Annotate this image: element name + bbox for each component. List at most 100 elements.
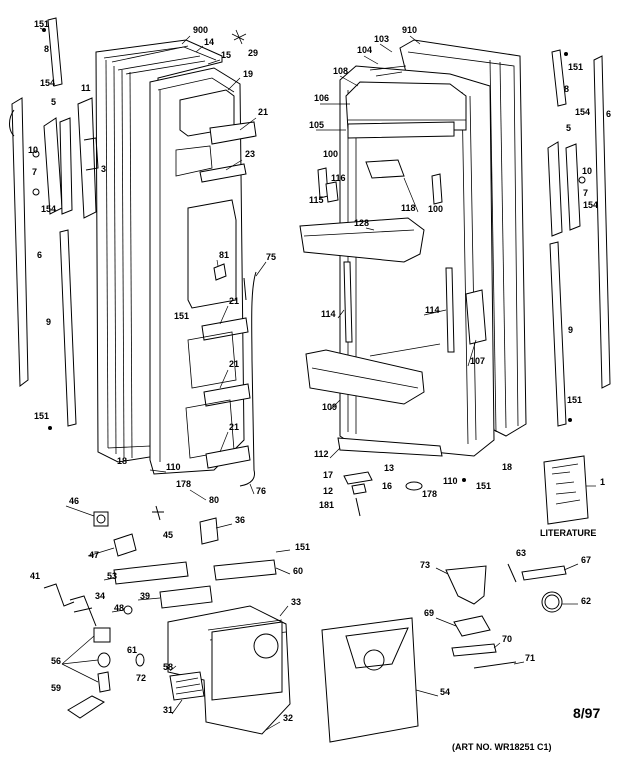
right-trim-parts [547,49,611,427]
callout-c7b: 7 [583,188,588,198]
part-116 [325,181,339,203]
callout-c21b: 21 [229,296,239,306]
trim-6-left [11,97,29,387]
callout-c181: 181 [319,500,334,510]
trim-8-left [47,17,63,87]
part-56-c [97,671,111,693]
callout-c8a: 8 [44,44,49,54]
callout-c18b: 18 [502,462,512,472]
part-36 [199,517,219,545]
callout-c108: 108 [333,66,348,76]
freezer-door-assembly [95,29,257,487]
trim-9-left [59,229,77,427]
callout-c128: 128 [354,218,369,228]
part-56-a [93,627,111,643]
trim-8-right [551,49,567,107]
callout-c109: 109 [322,402,337,412]
part-100-right [431,173,443,205]
callout-c1: 1 [600,477,605,487]
callout-c60: 60 [293,566,303,576]
callout-c33: 33 [291,597,301,607]
rod-114-left [343,261,353,343]
callout-c151e: 151 [568,62,583,72]
callout-c110a: 110 [166,462,181,472]
leader-lines [39,27,596,731]
door-bin-109 [305,349,425,405]
callout-c47: 47 [89,550,99,560]
screw-181 [355,497,361,517]
callout-c69: 69 [424,608,434,618]
part-46 [93,511,109,527]
callout-c5b: 5 [566,123,571,133]
handle-3 [83,137,99,171]
handle-5-right [547,141,563,237]
part-110-right [405,481,423,491]
callout-c114b: 114 [321,309,336,319]
part-67 [521,565,567,581]
art-number: (ART NO. WR18251 C1) [452,742,552,752]
callout-c6a: 6 [37,250,42,260]
callout-c910: 910 [402,25,417,35]
callout-c151d: 151 [295,542,310,552]
callout-c154b: 154 [41,204,56,214]
screw-10-left [32,150,40,158]
door-bin-128 [299,217,425,263]
callout-c81: 81 [219,250,229,260]
part-112 [337,437,443,457]
callout-c100b: 100 [428,204,443,214]
callout-c23: 23 [245,149,255,159]
part-29 [231,29,247,45]
handle-5-left [43,117,63,215]
part-105 [347,121,455,139]
callout-c54: 54 [440,687,450,697]
callout-c67: 67 [581,555,591,565]
callout-c114a: 114 [425,305,440,315]
callout-c5a: 5 [51,97,56,107]
callout-c76: 76 [256,486,266,496]
callout-c17: 17 [323,470,333,480]
part-48 [123,605,133,615]
callout-c29: 29 [248,48,258,58]
callout-c100a: 100 [323,149,338,159]
part-71 [473,661,517,669]
door-shelf-mid [187,199,237,309]
door-shelf-bar-4 [203,383,251,407]
part-13 [343,471,373,485]
part-70 [451,643,497,657]
lower-right-parts [321,563,567,743]
callout-c45: 45 [163,530,173,540]
part-34 [69,595,97,627]
part-39 [159,585,213,609]
trim-9-right [549,241,567,427]
left-trim-parts [9,17,99,430]
freezer-door-outer-panel [95,39,223,463]
callout-c12: 12 [323,486,333,496]
callout-c106: 106 [314,93,329,103]
callout-c63: 63 [516,548,526,558]
callout-c154d: 154 [583,200,598,210]
callout-c72: 72 [136,673,146,683]
callout-c110b: 110 [443,476,458,486]
revision-date: 8/97 [573,705,600,721]
handle-7-right [565,143,581,231]
callout-c8b: 8 [564,84,569,94]
callout-c21c: 21 [229,359,239,369]
callout-c58: 58 [163,662,173,672]
callout-c34: 34 [95,591,105,601]
callout-c3: 3 [101,164,106,174]
callout-c21d: 21 [229,422,239,432]
callout-c71: 71 [525,653,535,663]
callout-c151g: 151 [476,481,491,491]
callout-c39: 39 [140,591,150,601]
callout-c36: 36 [235,515,245,525]
part-73 [445,565,487,605]
callout-c118: 118 [401,203,416,213]
callout-c105: 105 [309,120,324,130]
callout-c151c: 151 [34,411,49,421]
callout-c53: 53 [107,571,117,581]
callout-c14: 14 [204,37,214,47]
callout-c18a: 18 [117,456,127,466]
